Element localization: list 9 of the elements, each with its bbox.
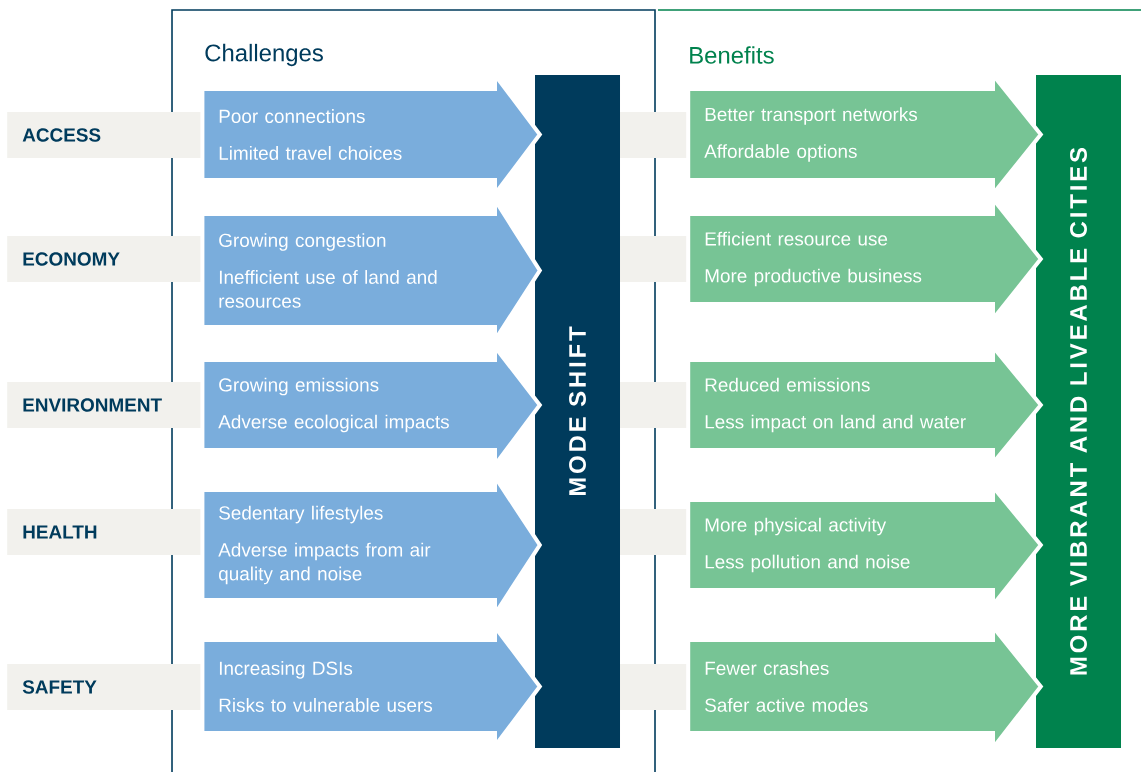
section-heading: Benefits	[690, 46, 774, 64]
category-band: SAFETY	[7, 664, 203, 710]
category-band: ACCESS	[7, 112, 203, 158]
outcome-bar: MORE VIBRANT AND LIVEABLE CITIES	[1036, 75, 1121, 748]
category-band: HEALTH	[7, 509, 203, 555]
mode-shift-bar: MODE SHIFT	[535, 75, 620, 748]
category-band: ENVIRONMENT	[7, 382, 203, 428]
category-band: ECONOMY	[7, 236, 203, 282]
section-heading: Challenges	[205, 43, 323, 67]
